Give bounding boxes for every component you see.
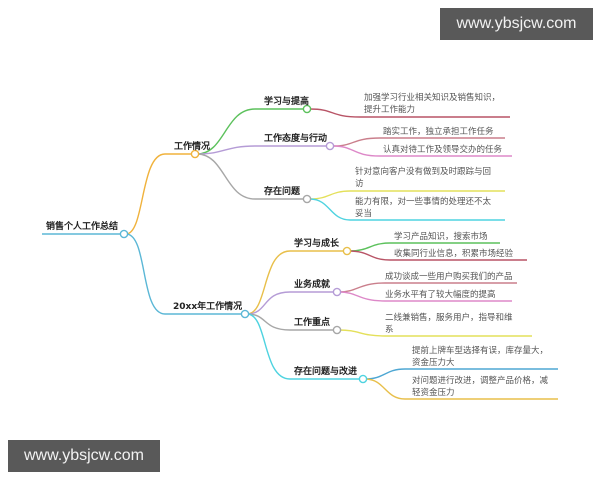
node-learning-improvement[interactable]: 学习与提高 [264, 97, 310, 107]
leaf-text: 加强学习行业相关知识及销售知识，提升工作能力 [364, 93, 501, 115]
leaf-text: 对问题进行改进，调整产品价格，减轻资金压力 [412, 376, 549, 398]
node-problems[interactable]: 存在问题 [264, 187, 301, 197]
node-learning-growth[interactable]: 学习与成长 [294, 239, 340, 249]
root-node-dot [119, 229, 129, 239]
leaf-text: 成功谈成一些用户购买我们的产品 [385, 272, 513, 282]
branch-work-status[interactable]: 工作情况 [174, 142, 211, 152]
leaf-text: 能力有限，对一些事情的处理还不太妥当 [355, 197, 492, 219]
node-achievements[interactable]: 业务成就 [294, 280, 331, 290]
leaf-text: 学习产品知识，搜索市场 [394, 232, 488, 242]
branch-year-work-status[interactable]: 20xx年工作情况 [173, 302, 243, 312]
watermark-top-right: www.ybsjcw.com [440, 8, 593, 40]
node-work-focus[interactable]: 工作重点 [294, 318, 331, 328]
leaf-text: 二线兼销售，服务用户，指导和维系 [385, 313, 513, 335]
node-attitude-action[interactable]: 工作态度与行动 [264, 134, 328, 144]
leaf-text: 踏实工作，独立承担工作任务 [383, 127, 494, 137]
leaf-text: 认真对待工作及领导交办的任务 [383, 145, 503, 155]
leaf-text: 提前上牌车型选择有误，库存量大，资金压力大 [412, 346, 549, 368]
root-node[interactable]: 销售个人工作总结 [46, 222, 119, 232]
watermark-bottom-left: www.ybsjcw.com [8, 440, 160, 472]
leaf-text: 收集同行业信息，积累市场经验 [394, 249, 514, 259]
node-problems-improvements[interactable]: 存在问题与改进 [294, 367, 358, 377]
leaf-text: 业务水平有了较大幅度的提高 [385, 290, 496, 300]
leaf-text: 针对意向客户没有做到及时跟踪与回访 [355, 167, 492, 189]
